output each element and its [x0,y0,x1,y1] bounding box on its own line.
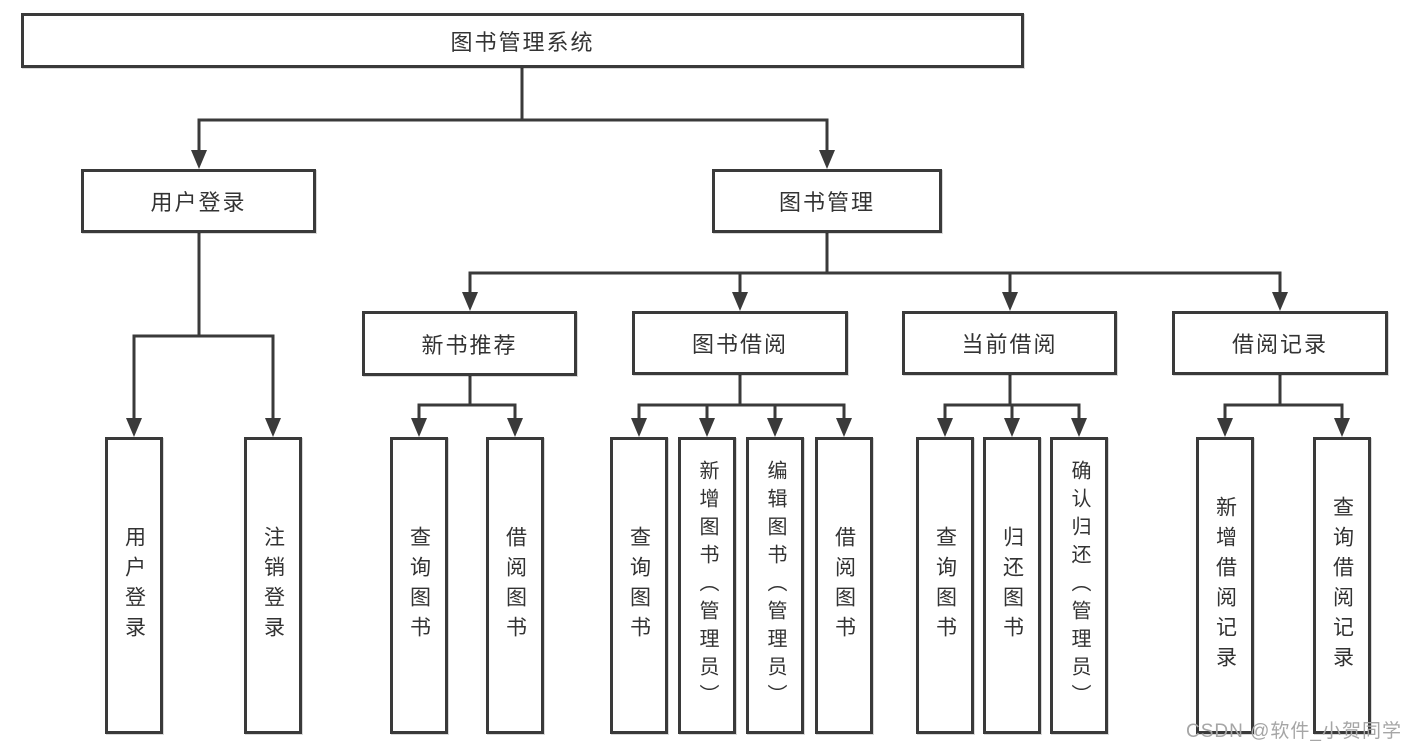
connector-root-to-level2 [191,66,835,169]
node-logout-action: 注销登录 [244,437,302,734]
node-query-borrow-record: 查询借阅记录 [1313,437,1371,734]
connector-current-borrowing-children [937,373,1087,437]
node-confirm-return-admin: 确认归还（管理员） [1050,437,1108,734]
connector-user-login-children [126,230,281,437]
node-borrow-books-recommend: 借阅图书 [486,437,544,734]
node-query-books-recommend: 查询图书 [390,437,448,734]
node-new-book-recommend: 新书推荐 [362,311,577,376]
node-return-books: 归还图书 [983,437,1041,734]
connector-book-borrowing-children [631,373,852,437]
connector-book-management-children [462,231,1288,311]
node-borrow-books-borrowing: 借阅图书 [815,437,873,734]
node-book-management: 图书管理 [712,169,942,233]
node-add-books-admin: 新增图书（管理员） [678,437,736,734]
node-library-management-system: 图书管理系统 [21,13,1024,68]
node-book-borrowing: 图书借阅 [632,311,848,375]
node-query-books-current: 查询图书 [916,437,974,734]
node-query-books-borrowing: 查询图书 [610,437,668,734]
node-user-login: 用户登录 [81,169,316,233]
connector-new-book-recommend-children [411,374,523,437]
node-user-login-action: 用户登录 [105,437,163,734]
connector-borrowing-records-children [1217,373,1350,437]
node-current-borrowing: 当前借阅 [902,311,1117,375]
node-borrowing-records: 借阅记录 [1172,311,1388,375]
node-add-borrow-record: 新增借阅记录 [1196,437,1254,734]
csdn-watermark: CSDN @软件_小贺同学 [1186,721,1402,742]
node-edit-books-admin: 编辑图书（管理员） [746,437,804,734]
